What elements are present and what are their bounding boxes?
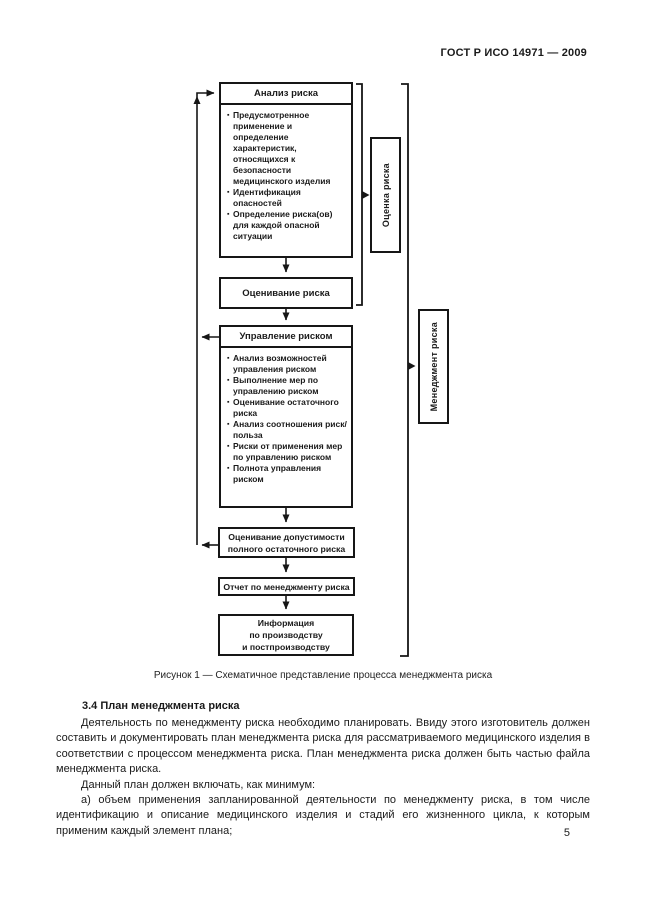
box-risk-control-items: ▪ Анализ возможностей управления риском … <box>219 346 353 508</box>
list-item: ▪ Определение риска(ов) для каждой опасн… <box>227 209 349 242</box>
paragraph: Деятельность по менеджменту риска необхо… <box>56 717 590 776</box>
risk-management-side-label: Менеджмент риска <box>428 321 439 412</box>
risk-control-item: Анализ возможностей управления риском <box>233 353 327 374</box>
feedback-line-left <box>196 89 215 545</box>
list-item: ▪ Полнота управления риском <box>227 463 349 485</box>
bracket-risk-management <box>400 83 409 657</box>
list-item: ▪ Выполнение мер по управлению риском <box>227 375 349 397</box>
risk-control-item: Оценивание остаточного риска <box>233 397 339 418</box>
risk-analysis-title-label: Анализ риска <box>253 88 319 99</box>
box-risk-evaluation: Оценивание риска <box>219 277 353 309</box>
bullet-square-icon: ▪ <box>227 112 230 119</box>
risk-management-report-label: Отчет по менеджменту риска <box>223 581 350 592</box>
list-item: ▪ Анализ возможностей управления риском <box>227 353 349 375</box>
bracket-risk-management-pointer <box>408 362 416 370</box>
bullet-square-icon: ▪ <box>227 465 230 472</box>
production-info-label: Информация по производству и постпроизво… <box>242 618 330 652</box>
overall-residual-risk-label: Оценивание допустимости полного остаточн… <box>227 531 346 554</box>
risk-evaluation-label: Оценивание риска <box>242 287 330 299</box>
paragraph: а) объем применения запланированной деят… <box>56 794 590 837</box>
list-item: ▪ Анализ соотношения риск/польза <box>227 419 349 441</box>
bracket-risk-assessment-pointer <box>362 191 370 199</box>
risk-control-item: Анализ соотношения риск/польза <box>233 419 347 440</box>
bullet-square-icon: ▪ <box>227 355 230 362</box>
bullet-square-icon: ▪ <box>227 443 230 450</box>
box-overall-residual-risk: Оценивание допустимости полного остаточн… <box>218 527 355 558</box>
bullet-square-icon: ▪ <box>227 377 230 384</box>
box-risk-management-report: Отчет по менеджменту риска <box>218 577 355 596</box>
page-number: 5 <box>563 827 570 839</box>
list-item: ▪ Идентификация опасностей <box>227 187 349 209</box>
bullet-square-icon: ▪ <box>227 421 230 428</box>
risk-analysis-item: Предусмотренное применение и определение… <box>233 110 331 186</box>
bracket-risk-assessment <box>356 83 363 306</box>
paragraph: Данный план должен включать, как минимум… <box>81 778 316 791</box>
box-risk-assessment-side-label: Оценка риска <box>370 137 401 253</box>
bullet-square-icon: ▪ <box>227 189 230 196</box>
section-heading: 3.4 План менеджмента риска <box>82 700 240 712</box>
risk-assessment-side-label: Оценка риска <box>380 162 391 228</box>
bullet-square-icon: ▪ <box>227 211 230 218</box>
risk-analysis-item: Идентификация опасностей <box>233 187 301 208</box>
list-item: ▪ Предусмотренное применение и определен… <box>227 110 349 187</box>
figure-caption: Рисунок 1 — Схематичное представление пр… <box>153 670 493 681</box>
risk-control-item: Полнота управления риском <box>233 463 322 484</box>
risk-control-item: Риски от применения мер по управлению ри… <box>233 441 343 462</box>
list-item: ▪ Оценивание остаточного риска <box>227 397 349 419</box>
box-risk-control-title: Управление риском <box>219 325 353 348</box>
risk-analysis-item: Определение риска(ов) для каждой опасной… <box>233 209 333 241</box>
section-body: Деятельность по менеджменту риска необхо… <box>56 716 590 839</box>
document-header: ГОСТ Р ИСО 14971 — 2009 <box>440 47 587 59</box>
list-item: ▪ Риски от применения мер по управлению … <box>227 441 349 463</box>
box-production-info: Информация по производству и постпроизво… <box>218 614 354 656</box>
risk-control-item: Выполнение мер по управлению риском <box>233 375 319 396</box>
feedback-up-arrowhead <box>193 96 201 104</box>
box-risk-management-side-label: Менеджмент риска <box>418 309 449 424</box>
box-risk-analysis-title: Анализ риска <box>219 82 353 105</box>
risk-control-title-label: Управление риском <box>239 331 333 342</box>
box-risk-analysis-items: ▪ Предусмотренное применение и определен… <box>219 103 353 258</box>
bullet-square-icon: ▪ <box>227 399 230 406</box>
